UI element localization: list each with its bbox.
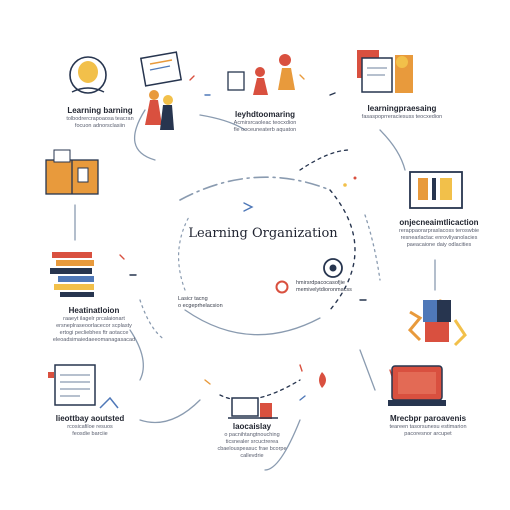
- arrow-top-mid: [199, 114, 246, 131]
- node-desc: eleoadsimaiedaeeomanagasacad: [52, 336, 136, 343]
- node-spreadsheet-icon: [48, 364, 119, 409]
- node-desc: fle ooceuneaterb aquaton: [233, 126, 297, 133]
- node-label-3: Iearningpraesaing fasaspoprreraciesuss t…: [342, 104, 462, 121]
- outer-arrows: [74, 109, 436, 471]
- node-desc: pacoresnor arcupet: [404, 430, 452, 437]
- center-note-right: hmirsrdpacocasofjie memivelytdioronmacss: [296, 280, 352, 294]
- center-ring: [177, 176, 356, 336]
- arrow-left-lower: [129, 329, 144, 381]
- node-desc: callevdrie: [240, 452, 264, 459]
- node-label-7: Iieottbay aoutsted rcosicafiloe resuos f…: [30, 414, 150, 438]
- center-target-icon: [323, 258, 343, 278]
- node-title: Iearningpraesaing: [367, 104, 437, 113]
- node-title: leyhdtoomaring: [234, 110, 295, 119]
- confetti-mark: [299, 364, 303, 372]
- confetti-mark: [204, 379, 211, 385]
- ring-arc-left: [177, 214, 191, 291]
- node-title: Mrecbpr paroavenis: [389, 414, 467, 423]
- ring-arc-right: [329, 189, 356, 311]
- node-desc: ertogi pecliebhes ftr aotacce: [59, 329, 129, 336]
- node-desk-icon: [228, 372, 326, 419]
- node-frame-books-icon: [409, 171, 463, 209]
- arrow-right-dashed: [364, 214, 381, 281]
- center-red-ring-icon: [275, 280, 289, 294]
- confetti-mark: [189, 75, 195, 81]
- node-desc: Acmirsrcaoleac teocxdion: [233, 120, 297, 126]
- arrow-bottom-dashed: [219, 379, 301, 401]
- confetti-dot: [353, 176, 357, 180]
- node-label-8: Heatinatloion raaeyt ilagelr prcalaionar…: [28, 306, 160, 344]
- node-label-1: Learning barning tolbodrercrapoaosa teac…: [40, 106, 160, 130]
- ring-arc-bottom: [184, 309, 321, 336]
- node-file-boxes-icon: [407, 300, 467, 347]
- node-title: Iieottbay aoutsted: [55, 414, 125, 423]
- node-label-6: laocaislay o pacnihtangtnouching ticsnea…: [190, 422, 314, 460]
- node-desc: cbaelouspeasuc frae bcorpe: [217, 445, 287, 452]
- node-head-icon: [69, 56, 107, 94]
- node-laptop-icon: [388, 365, 446, 406]
- confetti-mark: [119, 254, 125, 260]
- node-desc: feosdie barciie: [72, 430, 108, 437]
- node-desc: tolbodrercrapoaosa teacran: [66, 116, 134, 122]
- node-label-2: leyhdtoomaring Acmirsrcaoleac teocxdion …: [205, 110, 325, 134]
- arrow-top-left: [133, 109, 156, 161]
- node-desc: teareen tasorsunesu estimarion: [389, 424, 467, 430]
- node-books-stack-icon: [50, 252, 94, 297]
- confetti-mark: [329, 92, 336, 96]
- node-label-4: onjecneaimtlicaction rerappaorarpraslaco…: [375, 218, 503, 249]
- arrow-bottom-left: [139, 399, 201, 424]
- ring-arrowhead-top: [243, 202, 254, 212]
- note-line: hmirsrdpacocasofjie: [296, 280, 345, 286]
- node-desc: paeacaione daiy odlacities: [406, 241, 472, 248]
- node-title: Learning barning: [67, 106, 133, 115]
- node-desc: fasaspoprreraciesuss teocxedion: [361, 114, 443, 120]
- node-desc: o pacnihtangtnouching: [224, 432, 280, 438]
- center-title: Learning Organization: [188, 226, 338, 241]
- arrow-bottom: [264, 419, 301, 471]
- node-desc: ersneplraseoorlacecor scplasty: [56, 322, 132, 329]
- note-line: Lasicr tacng: [178, 296, 208, 302]
- ring-arc-top: [179, 176, 331, 201]
- node-title: onjecneaimtlicaction: [399, 218, 479, 227]
- node-whiteboard-people-icon: [139, 51, 183, 130]
- confetti-mark: [299, 395, 306, 401]
- node-team-icon: [227, 54, 295, 95]
- note-line: o ecgeprhelacsion: [178, 303, 223, 310]
- node-desc: rerappaorarpraslacoss teroswbie: [398, 228, 480, 234]
- center-note-left: Lasicr tacng o ecgeprhelacsion: [178, 296, 223, 310]
- node-open-book-icon: [45, 149, 99, 195]
- arrow-upper-right-dashed: [299, 149, 351, 171]
- node-documents-icon: [357, 50, 413, 93]
- node-desc: raaeyt ilagelr prcalaionart: [63, 316, 125, 322]
- node-desc: resnearlactac enrovliyanolacies: [400, 234, 478, 241]
- node-label-5: Mrecbpr paroavenis teareen tasorsunesu e…: [368, 414, 488, 438]
- node-desc: rcosicafiloe resuos: [67, 424, 113, 430]
- arrow-right-lower: [359, 349, 376, 391]
- confetti-dot: [343, 183, 347, 187]
- node-title: Heatinatloion: [68, 306, 120, 315]
- node-desc: ticsnealer srcuctrerea: [225, 438, 279, 445]
- note-line: memivelytdioronmacss: [296, 287, 352, 294]
- node-desc: focuon adnorsclasiin: [74, 122, 126, 129]
- node-title: laocaislay: [232, 422, 272, 431]
- confetti-mark: [299, 74, 305, 80]
- arrow-top-right: [379, 129, 406, 171]
